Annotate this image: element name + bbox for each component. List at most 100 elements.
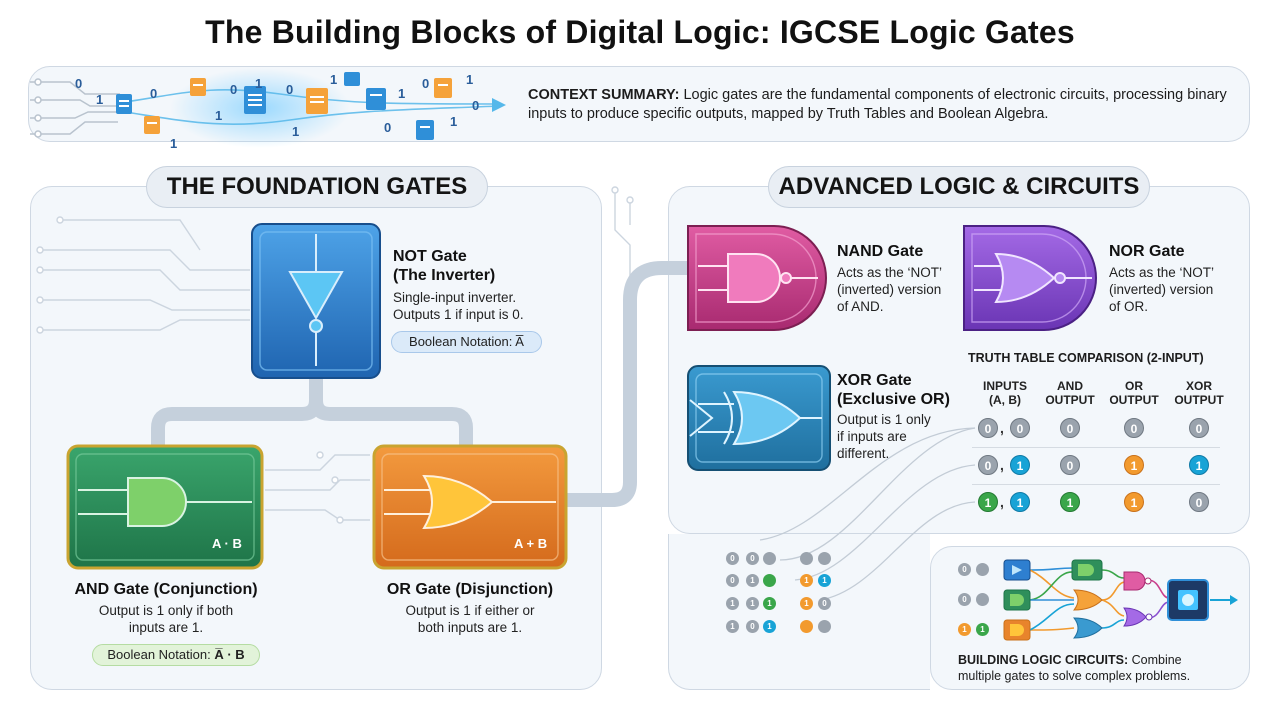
- header-line: AND: [1057, 379, 1083, 393]
- and-desc-line-2: inputs are 1.: [128, 620, 204, 635]
- banner-bit: 0: [230, 82, 237, 97]
- nor-gate-description: Acts as the ‘NOT’ (inverted) version of …: [1109, 264, 1214, 315]
- truth-table-cell: 0: [1189, 418, 1209, 438]
- banner-bit: 1: [255, 76, 262, 91]
- page-title: The Building Blocks of Digital Logic: IG…: [205, 14, 1075, 50]
- not-gate-title: NOT Gate (The Inverter): [393, 247, 495, 285]
- xor-gate-description: Output is 1 only if inputs are different…: [837, 411, 931, 462]
- circuit-input-dot: 0: [958, 593, 971, 606]
- banner-bit: 0: [384, 120, 391, 135]
- header-line: OUTPUT: [1109, 393, 1159, 407]
- banner-bit: 0: [422, 76, 429, 91]
- header-line: OUTPUT: [1174, 393, 1224, 407]
- truth-table-cell: 1: [1124, 455, 1144, 475]
- banner-bit: 0: [472, 98, 479, 113]
- not-gate-block: [251, 223, 381, 379]
- banner-bit: 0: [75, 76, 82, 91]
- circuit-input-dot: 1: [976, 623, 989, 636]
- circuits-text-1: Combine: [1128, 653, 1182, 667]
- grid-dot: [763, 574, 776, 587]
- banner-bit: 1: [292, 124, 299, 139]
- not-desc-line-1: Single-input inverter.: [393, 290, 517, 305]
- not-gate-description: Single-input inverter. Outputs 1 if inpu…: [393, 289, 524, 323]
- banner-bit: 1: [466, 72, 473, 87]
- or-gate-title: OR Gate (Disjunction): [386, 581, 554, 598]
- banner-bit: 1: [215, 108, 222, 123]
- xor-desc-line-2: if inputs are: [837, 429, 907, 444]
- grid-dot: 1: [818, 574, 831, 587]
- truth-table-cell: 0: [1060, 418, 1080, 438]
- grid-dot: 0: [746, 620, 759, 633]
- grid-dot: [818, 552, 831, 565]
- truth-table-cell: 0: [978, 455, 998, 475]
- grid-dot: [800, 552, 813, 565]
- grid-dot: [800, 620, 813, 633]
- or-gate-block: [372, 444, 568, 570]
- and-gate-block: [66, 444, 264, 570]
- advanced-heading: ADVANCED LOGIC & CIRCUITS: [768, 166, 1150, 208]
- header-line: OR: [1125, 379, 1143, 393]
- header-line: (A, B): [989, 393, 1021, 407]
- input-separator: ,: [1000, 494, 1004, 510]
- banner-bit: 1: [170, 136, 177, 148]
- and-gate-title: AND Gate (Conjunction): [74, 581, 258, 598]
- not-title-line-2: (The Inverter): [393, 267, 496, 284]
- nor-gate-block: [963, 225, 1097, 331]
- truth-table-cell: 1: [978, 492, 998, 512]
- nand-desc-line-1: Acts as the ‘NOT’: [837, 265, 943, 280]
- or-gate-description: Output is 1 if either or both inputs are…: [352, 602, 588, 636]
- context-body: Logic gates are the fundamental componen…: [528, 87, 1227, 122]
- nor-desc-line-1: Acts as the ‘NOT’: [1109, 265, 1215, 280]
- grid-dot: 0: [726, 552, 739, 565]
- grid-dot: 1: [800, 574, 813, 587]
- grid-dot: 1: [763, 620, 776, 633]
- grid-dot: 1: [726, 620, 739, 633]
- header-line: XOR: [1185, 379, 1212, 393]
- truth-table-header: INPUTS(A, B): [965, 379, 1045, 407]
- or-block-label: A + B: [514, 536, 548, 551]
- and-notation-expression: A̅ · B: [214, 647, 245, 662]
- truth-table-cell: 0: [1189, 492, 1209, 512]
- nand-desc-line-3: of AND.: [837, 299, 884, 314]
- circuit-input-dot: [976, 563, 989, 576]
- truth-table-title: TRUTH TABLE COMPARISON (2-INPUT): [968, 351, 1204, 365]
- grid-dot: 1: [763, 597, 776, 610]
- circuits-text-2: multiple gates to solve complex problems…: [958, 669, 1191, 683]
- xor-desc-line-3: different.: [837, 446, 890, 461]
- truth-table-cell: 1: [1010, 455, 1030, 475]
- grid-dot: 0: [818, 597, 831, 610]
- or-desc-line-2: both inputs are 1.: [417, 620, 523, 635]
- context-label: CONTEXT SUMMARY:: [528, 87, 680, 103]
- grid-dot: 1: [746, 574, 759, 587]
- not-title-line-1: NOT Gate: [393, 248, 467, 265]
- context-summary: CONTEXT SUMMARY: Logic gates are the fun…: [528, 86, 1248, 124]
- and-notation-prefix: Boolean Notation:: [107, 647, 215, 662]
- input-separator: ,: [1000, 457, 1004, 473]
- circuit-input-dot: [976, 593, 989, 606]
- and-boolean-notation: Boolean Notation: A̅ · B: [92, 644, 260, 666]
- truth-table-cell: 0: [1060, 455, 1080, 475]
- grid-dot: 0: [726, 574, 739, 587]
- nand-gate-description: Acts as the ‘NOT’ (inverted) version of …: [837, 264, 942, 315]
- nand-desc-line-2: (inverted) version: [837, 282, 942, 297]
- foundation-heading: THE FOUNDATION GATES: [146, 166, 488, 208]
- nor-gate-title: NOR Gate: [1109, 243, 1185, 260]
- not-desc-line-2: Outputs 1 if input is 0.: [393, 307, 524, 322]
- input-separator: ,: [1000, 420, 1004, 436]
- grid-dot: 0: [746, 552, 759, 565]
- xor-desc-line-1: Output is 1 only: [837, 412, 931, 427]
- truth-table-cell: 0: [978, 418, 998, 438]
- grid-dot: 1: [800, 597, 813, 610]
- banner-bit: 1: [398, 86, 405, 101]
- circuit-input-dot: 1: [958, 623, 971, 636]
- grid-dot: 1: [726, 597, 739, 610]
- banner-bit: 0: [286, 82, 293, 97]
- circuits-label: BUILDING LOGIC CIRCUITS:: [958, 653, 1129, 667]
- circuit-mini-diagram: [1003, 559, 1238, 641]
- nor-desc-line-2: (inverted) version: [1109, 282, 1214, 297]
- dot-grid-area: [668, 534, 930, 690]
